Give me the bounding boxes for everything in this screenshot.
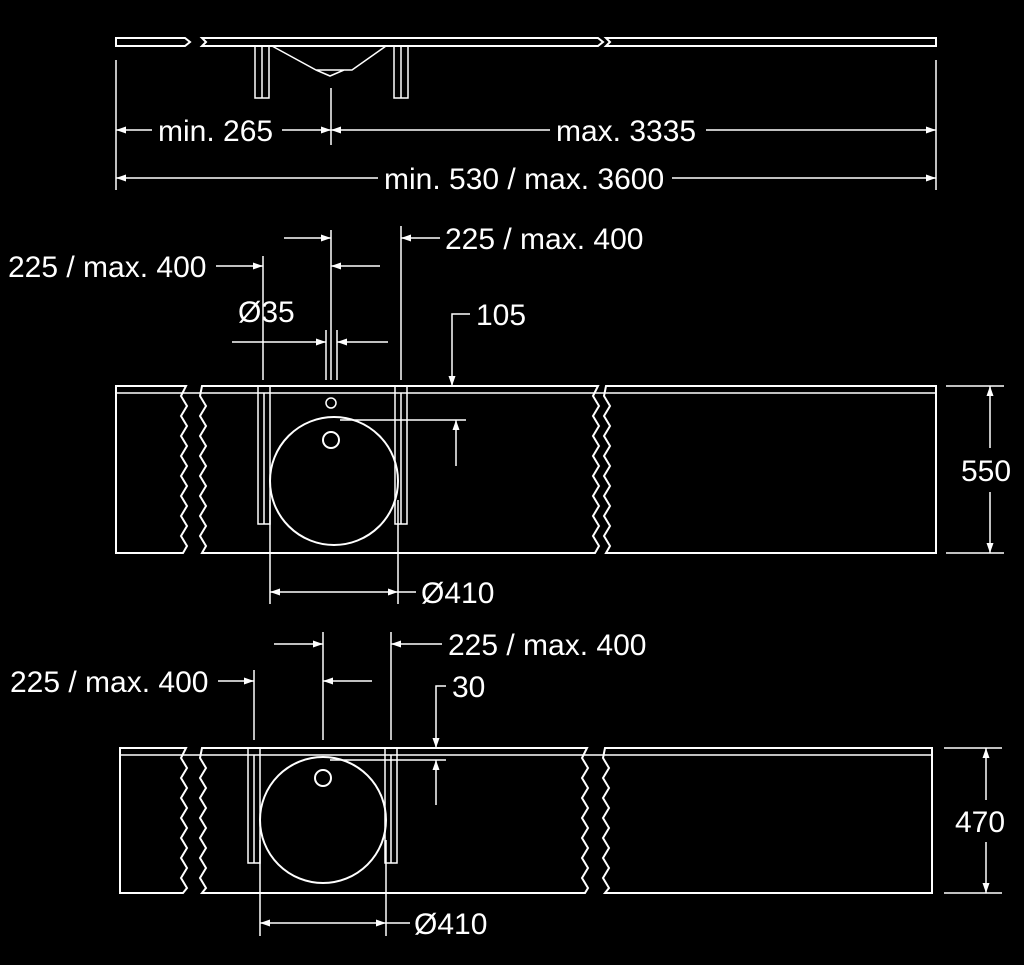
front-a-drain xyxy=(322,431,340,449)
dim-a-left-offset-label: 225 / max. 400 xyxy=(8,251,206,284)
dim-a-left-offset: 225 / max. 400 xyxy=(8,251,380,284)
front-b-bowl xyxy=(259,756,387,884)
dim-b-bowl-diameter-label: Ø410 xyxy=(414,908,487,941)
top-view-brackets xyxy=(254,45,409,99)
dim-b-left-offset: 225 / max. 400 xyxy=(10,666,372,699)
front-a-bowl xyxy=(269,416,399,546)
dim-b-right-offset-label: 225 / max. 400 xyxy=(448,629,646,662)
front-view-b: 225 / max. 400 225 / max. 400 30 470 Ø41… xyxy=(10,629,1005,941)
dim-total: min. 530 / max. 3600 xyxy=(116,163,936,196)
front-a-panel xyxy=(115,385,937,554)
dim-total-label: min. 530 / max. 3600 xyxy=(384,163,664,196)
dim-max-span-label: max. 3335 xyxy=(556,115,696,148)
dim-a-height: 550 xyxy=(946,385,1011,554)
dim-min-edge-label: min. 265 xyxy=(158,115,273,148)
dim-b-bowl-diameter: Ø410 xyxy=(259,840,487,941)
dim-min-edge: min. 265 xyxy=(116,115,331,148)
dim-a-bowl-diameter-label: Ø410 xyxy=(421,577,494,610)
dim-b-top-to-tap-label: 30 xyxy=(452,671,485,704)
dim-a-right-offset-label: 225 / max. 400 xyxy=(445,223,643,256)
dim-b-height-label: 470 xyxy=(955,806,1005,839)
dim-a-top-to-tap: 105 xyxy=(340,299,526,466)
top-view-panel xyxy=(115,37,937,47)
front-a-brackets xyxy=(257,385,408,525)
dim-b-right-offset: 225 / max. 400 xyxy=(274,629,646,662)
top-view-drain-funnel xyxy=(271,45,387,77)
dim-b-height: 470 xyxy=(944,747,1005,894)
dim-a-height-label: 550 xyxy=(961,455,1011,488)
front-b-panel xyxy=(119,747,933,894)
front-view-a: 225 / max. 400 225 / max. 400 Ø35 105 55… xyxy=(8,223,1011,610)
top-view: min. 265 max. 3335 min. 530 / max. 3600 xyxy=(115,37,937,196)
dim-a-right-offset: 225 / max. 400 xyxy=(284,223,643,256)
dim-b-left-offset-label: 225 / max. 400 xyxy=(10,666,208,699)
dim-a-pipe-diameter: Ø35 xyxy=(232,296,388,346)
front-b-brackets xyxy=(247,747,398,864)
dim-a-bowl-diameter: Ø410 xyxy=(269,500,494,610)
dim-a-pipe-diameter-label: Ø35 xyxy=(238,296,295,329)
front-b-drain xyxy=(314,769,332,787)
dim-max-span: max. 3335 xyxy=(331,115,936,148)
dim-b-top-to-tap: 30 xyxy=(330,671,485,805)
front-a-tap-hole xyxy=(325,397,337,409)
dim-a-top-to-tap-label: 105 xyxy=(476,299,526,332)
